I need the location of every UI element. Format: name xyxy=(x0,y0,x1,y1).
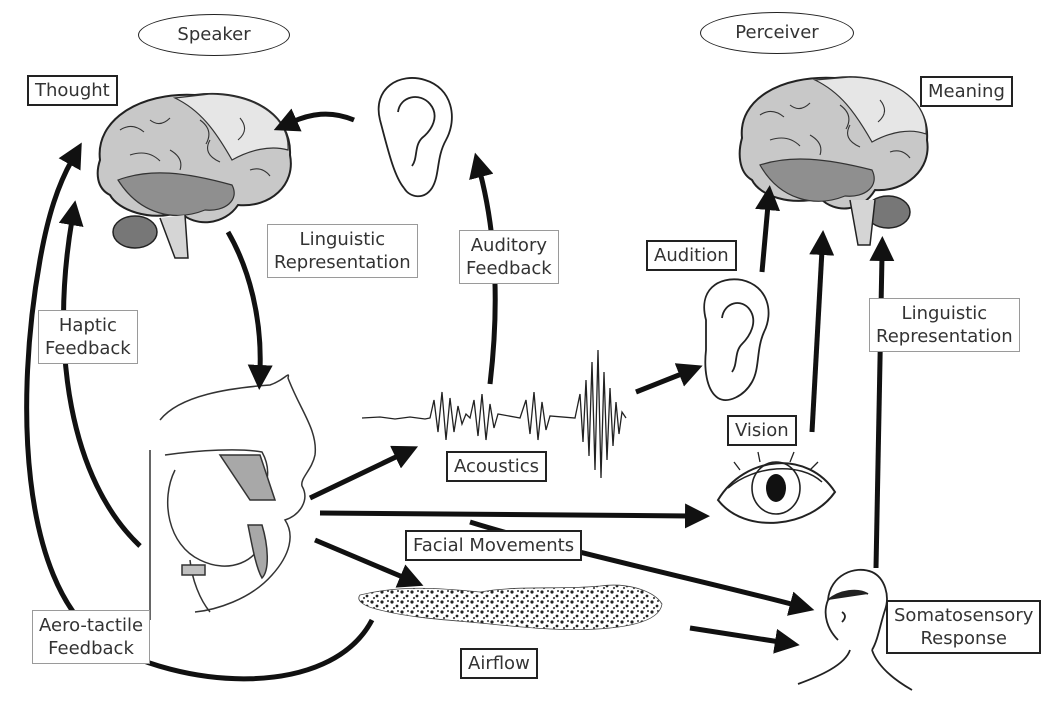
arrow-to-eye xyxy=(319,503,710,529)
acoustics-label: Acoustics xyxy=(446,451,548,483)
haptic-feedback-label: Haptic Feedback xyxy=(38,310,138,365)
speaker-brain-icon xyxy=(96,92,292,259)
arrow-to-acoustics xyxy=(308,445,419,501)
perceiver-brain-icon xyxy=(738,76,929,246)
arrow-ear-to-brain xyxy=(273,108,355,132)
audition-label: Audition xyxy=(646,240,737,272)
arrow-aero-tactile-feedback xyxy=(24,142,375,682)
airflow-label: Airflow xyxy=(460,648,538,680)
speaker-oval: Speaker xyxy=(138,14,290,56)
vision-label: Vision xyxy=(727,415,797,447)
somatosensory-response-label: Somatosensory Response xyxy=(886,600,1042,655)
acoustic-waveform-icon xyxy=(361,349,627,479)
arrow-haptic-feedback xyxy=(58,200,142,548)
aero-tactile-feedback-label: Aero-tactile Feedback xyxy=(32,610,151,665)
vocal-tract-icon xyxy=(149,374,317,620)
facial-movements-label: Facial Movements xyxy=(405,530,583,562)
perceiver-ear-icon xyxy=(703,278,770,401)
arrow-waveform-to-ear xyxy=(635,363,703,395)
arrow-to-airflow xyxy=(314,537,424,588)
person-head-icon xyxy=(797,568,913,691)
meaning-label: Meaning xyxy=(920,76,1013,108)
speaker-ear-icon xyxy=(377,77,453,198)
perceiver-label: Perceiver xyxy=(735,22,819,44)
eye-icon xyxy=(716,451,837,524)
perceiver-oval: Perceiver xyxy=(700,12,854,54)
linguistic-representation-perceiver-label: Linguistic Representation xyxy=(869,298,1020,353)
arrow-airflow-to-somatosensory xyxy=(689,625,800,654)
airflow-cloud-icon xyxy=(358,584,663,631)
arrow-brain-to-vocal-tract xyxy=(225,230,273,390)
auditory-feedback-label: Auditory Feedback xyxy=(459,230,559,285)
speaker-label: Speaker xyxy=(177,24,251,46)
arrow-audition xyxy=(755,185,781,273)
thought-label: Thought xyxy=(27,75,118,107)
arrow-vision xyxy=(809,230,835,433)
linguistic-representation-speaker-label: Linguistic Representation xyxy=(267,224,418,279)
